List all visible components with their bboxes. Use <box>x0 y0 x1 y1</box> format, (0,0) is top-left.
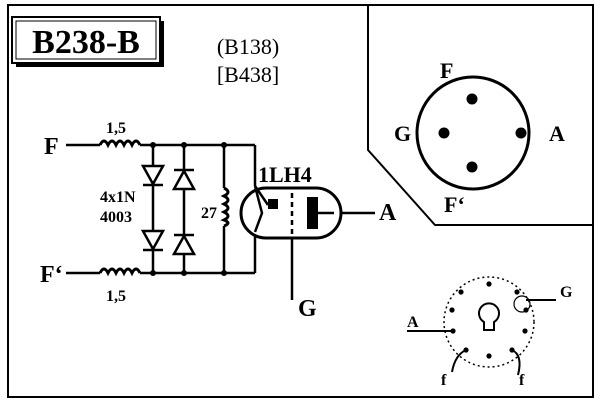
diode-bridge <box>140 164 197 256</box>
pin-label-a: A <box>379 200 397 226</box>
socket-bottom-circle <box>443 276 535 368</box>
title-box-inner <box>15 20 157 60</box>
socket-top-label-f: F <box>440 58 453 83</box>
tube-cathode <box>268 199 278 209</box>
socket-top-label-f2: F‘ <box>444 192 465 217</box>
title-alt-2: [B438] <box>217 62 279 87</box>
tube-filament-chevron <box>253 185 270 206</box>
socket-bottom-label-f-left: f <box>441 372 447 389</box>
pin-label-f-bottom: F‘ <box>40 262 63 288</box>
resistor-27-value: 27 <box>201 205 217 222</box>
tube-type-label: 1LH4 <box>258 162 312 187</box>
tube-filament <box>253 185 264 233</box>
title-main: B238-B <box>32 24 140 61</box>
junction-dots <box>150 142 227 276</box>
socket-bottom-keyhole <box>478 302 500 331</box>
outer-frame <box>7 4 594 398</box>
resistor-top-value: 1,5 <box>106 120 126 137</box>
socket-top-circle <box>415 75 531 191</box>
resistor-top <box>98 139 142 149</box>
socket-bottom-pins <box>449 281 529 359</box>
socket-top-label-g: G <box>394 121 411 146</box>
pin-label-f-top: F <box>44 134 59 160</box>
socket-bottom-label-g: G <box>560 284 573 301</box>
resistor-bottom-value: 1,5 <box>106 288 126 305</box>
diode-label-line1: 4x1N <box>100 189 136 206</box>
socket-panel-frame <box>367 5 593 226</box>
pin-label-g: G <box>298 296 317 322</box>
socket-bottom-label-f-right: f <box>519 372 525 389</box>
socket-bottom-g-ring <box>513 295 531 313</box>
title-alt-1: (B138) <box>217 34 279 59</box>
resistor-bottom <box>98 267 142 277</box>
tube-anode <box>307 197 318 229</box>
diode-label-line2: 4003 <box>100 209 132 226</box>
socket-top-pins <box>438 93 527 173</box>
schematic-circuit <box>66 143 375 300</box>
resistor-27 <box>220 186 230 228</box>
socket-bottom-label-a: A <box>407 314 419 331</box>
title-box <box>11 16 161 64</box>
socket-top-label-a: A <box>549 121 565 146</box>
socket-bottom-leads <box>407 299 556 376</box>
